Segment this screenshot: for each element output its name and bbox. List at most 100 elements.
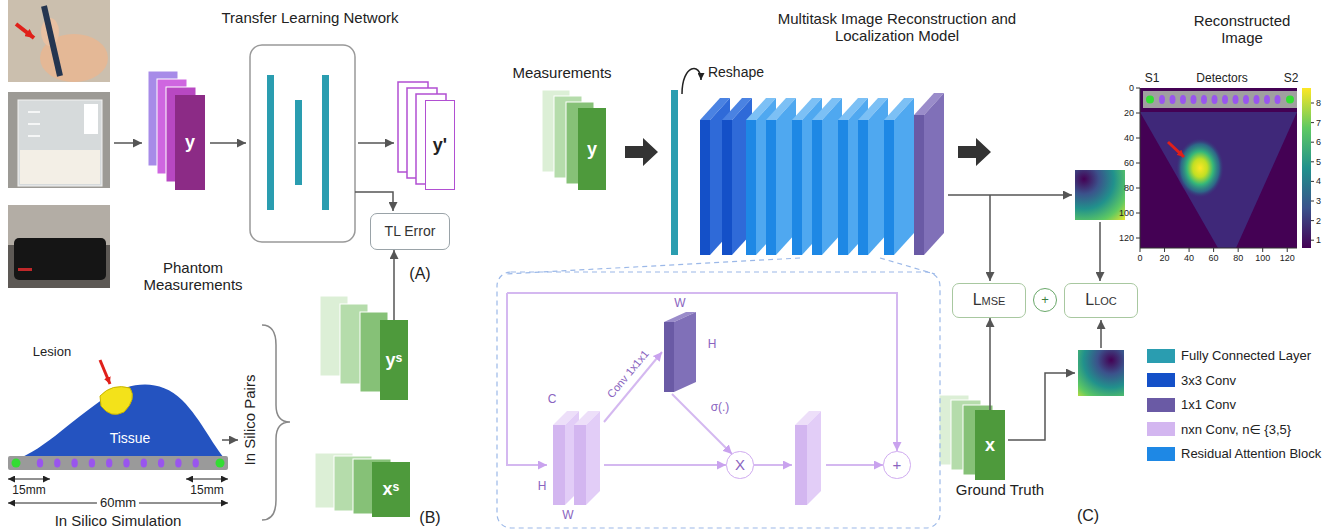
detector-dot (1191, 95, 1197, 104)
arrow (355, 192, 393, 211)
connector-arrow (393, 250, 395, 320)
colorbar (1302, 88, 1311, 248)
dimension: 15mm (190, 484, 223, 498)
conv-block-front (766, 120, 776, 255)
distance-map (1075, 170, 1125, 220)
dimension-symbol: H (708, 338, 717, 352)
arrow (754, 464, 792, 466)
detector-dot (1254, 95, 1260, 104)
dimension-symbol: H (538, 480, 547, 494)
red-arrow (1168, 142, 1184, 157)
section-title: Multitask Image Reconstruction and Local… (757, 10, 1037, 45)
arrow (672, 394, 732, 454)
detector-dot (1222, 95, 1228, 104)
red-arrow (16, 24, 34, 38)
dimension: 15mm (12, 484, 45, 498)
node-text: LMSE (973, 291, 1006, 309)
beaker-mark (28, 123, 40, 125)
colorbar-tick (1311, 181, 1314, 182)
legend-swatch (1147, 398, 1175, 412)
caption: In Silico Pairs (241, 375, 258, 466)
reshape-arrow (682, 68, 701, 94)
section-title: Reconstructed Image (1180, 12, 1305, 47)
caption: Measurements (512, 64, 611, 81)
conv-block-side (924, 93, 944, 255)
node-text: y (185, 132, 195, 153)
loss-box: LMSE (952, 283, 1026, 318)
legend-swatch (1147, 373, 1175, 387)
node-text: + (893, 456, 902, 473)
measurement-sheet: y (578, 108, 606, 190)
dimension-symbol: W (562, 509, 573, 523)
axis-tick-mark (1164, 248, 1165, 252)
plot-area (1140, 88, 1297, 248)
dimension: 60mm (97, 496, 139, 511)
axis-tick: 20 (1160, 253, 1170, 263)
axis-tick-mark (1189, 248, 1190, 252)
axis-tick: 120 (1280, 253, 1295, 263)
dimension-arrow (8, 479, 50, 480)
arrow (948, 194, 1072, 196)
truth-sheet: x (975, 410, 1005, 480)
sim-sheet: xˢ (372, 462, 410, 517)
attention-map-front (664, 322, 674, 392)
axis-tick-mark (1136, 138, 1140, 139)
detector-dot (71, 459, 77, 468)
legend-swatch (1147, 422, 1175, 436)
colorbar-tick: 7 (1316, 117, 1321, 127)
caption: Ground Truth (956, 481, 1044, 498)
arrow (114, 142, 142, 144)
block-arrow (625, 138, 658, 166)
colorbar-tick (1311, 201, 1314, 202)
conv-block-front (746, 120, 756, 255)
axis-tick-mark (1213, 248, 1214, 252)
axis-tick: 100 (1119, 208, 1134, 218)
detector-dot (158, 459, 164, 468)
network-box (250, 45, 355, 242)
phantom-liquid (20, 150, 100, 184)
colorbar-tick (1311, 103, 1314, 104)
colorbar-tick (1311, 220, 1314, 221)
axis-tick-mark (1238, 248, 1239, 252)
detector-dot (141, 459, 147, 468)
legend-text: 3x3 Conv (1181, 373, 1236, 388)
conv-block-side (848, 98, 868, 255)
measurement-sheet: y (175, 95, 205, 190)
plot-annotation: S2 (1284, 72, 1299, 86)
node-text: xˢ (383, 479, 400, 500)
section-title: Transfer Learning Network (221, 9, 398, 26)
detector-dot (175, 459, 181, 468)
axis-tick-mark (1287, 248, 1288, 252)
feature-map-side (807, 411, 821, 505)
red-arrow (100, 360, 110, 384)
axis-tick: 0 (1137, 253, 1142, 263)
panel-letter: (C) (1077, 507, 1099, 525)
detector-dot (1201, 95, 1207, 104)
fc-layer (267, 75, 274, 210)
conv-block-front (722, 120, 732, 255)
legend-row: 3x3 Conv (1147, 373, 1236, 388)
legend-text: Fully Connected Layer (1181, 348, 1311, 363)
sensitivity-fan (1140, 112, 1297, 248)
detector-dot (1264, 95, 1270, 104)
colorbar-tick: 1 (1316, 235, 1321, 245)
axis-tick: 40 (1124, 133, 1134, 143)
arrow (1008, 373, 1075, 440)
connector-arrow (989, 318, 991, 410)
fc-layer (295, 100, 302, 185)
conv-block-front (812, 120, 822, 255)
axis-tick-mark (1136, 113, 1140, 114)
lesion (100, 387, 132, 415)
axis-tick-mark (1136, 213, 1140, 214)
colorbar-tick (1311, 161, 1314, 162)
colorbar-tick (1311, 122, 1314, 123)
caption: Phantom Measurements (136, 259, 251, 294)
legend-row: Residual Attention Block (1147, 446, 1321, 461)
attention-map-side (674, 312, 696, 392)
attention-frame (497, 272, 940, 528)
node-text: + (1041, 293, 1049, 308)
part-label: Lesion (33, 345, 71, 360)
node-text: LLOC (1085, 291, 1117, 309)
beaker-label (84, 104, 98, 134)
